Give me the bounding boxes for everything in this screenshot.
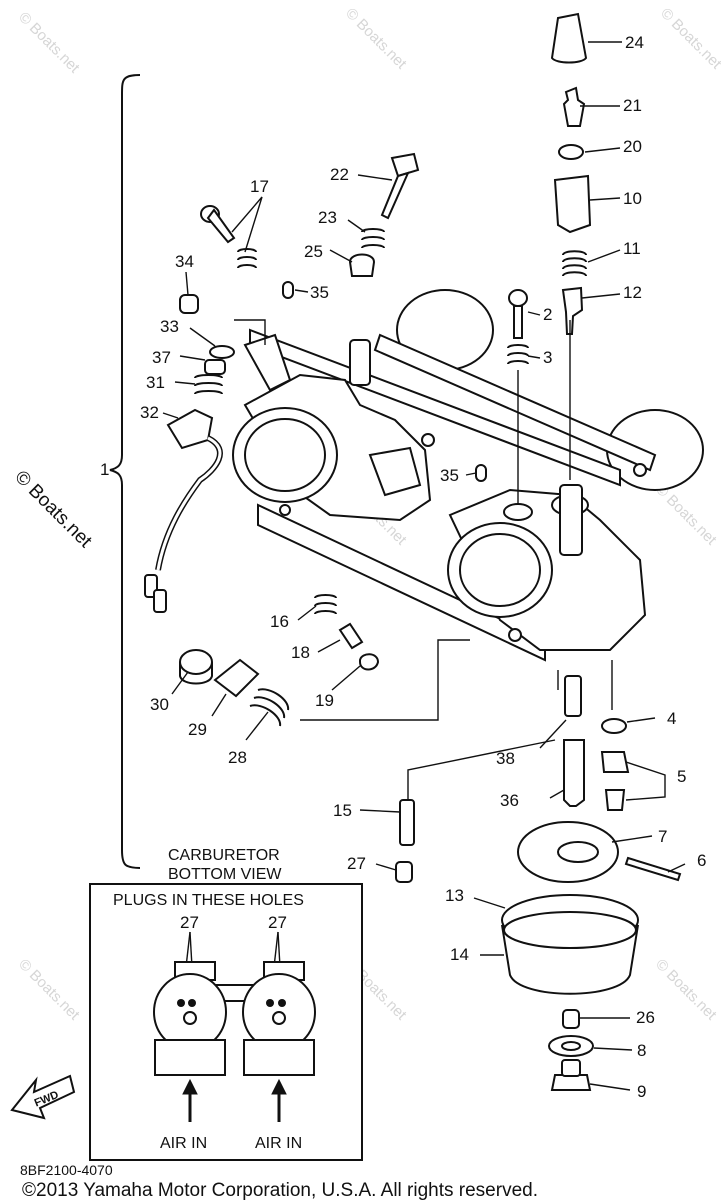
callout-35-upper: 35: [310, 283, 329, 302]
callout-35-lower: 35: [440, 466, 459, 485]
plug-hole-marker: [177, 999, 185, 1007]
callout-34: 34: [175, 252, 194, 271]
callout-2: 2: [543, 305, 552, 324]
inset-label-27-left: 27: [180, 913, 199, 932]
callout-numbers: 24 21 20 10 11 12 22 17 23 25 35 34 2 3 …: [100, 33, 706, 1101]
callout-9: 9: [637, 1082, 646, 1101]
callout-25: 25: [304, 242, 323, 261]
watermark: © Boats.net: [652, 481, 720, 549]
callout-20: 20: [623, 137, 642, 156]
callout-15: 15: [333, 801, 352, 820]
assembly-bracket: [109, 74, 141, 869]
callout-29: 29: [188, 720, 207, 739]
bottom-view-inset: CARBURETOR BOTTOM VIEW PLUGS IN THESE HO…: [89, 847, 363, 1161]
callout-5: 5: [677, 767, 686, 786]
inset-box-title: PLUGS IN THESE HOLES: [113, 892, 304, 909]
part-code: 8BF2100-4070: [20, 1162, 113, 1178]
callout-30: 30: [150, 695, 169, 714]
watermark: © Boats.net: [15, 9, 83, 77]
leader-lines: [162, 41, 686, 1091]
callout-22: 22: [330, 165, 349, 184]
inset-box: [89, 883, 363, 1161]
top-right-stack: [550, 12, 592, 335]
watermark: © Boats.net: [652, 956, 720, 1024]
air-in-arrowhead-right: [271, 1078, 287, 1095]
callout-1: 1: [100, 460, 109, 479]
callout-38: 38: [496, 749, 515, 768]
callout-21: 21: [623, 96, 642, 115]
callout-26: 26: [636, 1008, 655, 1027]
callout-24: 24: [625, 33, 644, 52]
callout-8: 8: [637, 1041, 646, 1060]
callout-32: 32: [140, 403, 159, 422]
callout-23: 23: [318, 208, 337, 227]
plug-hole-marker: [278, 999, 286, 1007]
callout-18: 18: [291, 643, 310, 662]
watermark: © Boats.net: [15, 956, 83, 1024]
callout-14: 14: [450, 945, 469, 964]
callout-33: 33: [160, 317, 179, 336]
callout-12: 12: [623, 283, 642, 302]
copyright: ©2013 Yamaha Motor Corporation, U.S.A. A…: [22, 1180, 538, 1200]
callout-37: 37: [152, 348, 171, 367]
watermark: © Boats.net: [657, 5, 721, 73]
plug-hole-marker: [188, 999, 196, 1007]
top-center-parts: [144, 152, 529, 613]
callout-16: 16: [270, 612, 289, 631]
fwd-arrow-icon: FWD: [10, 1074, 76, 1120]
callout-7: 7: [658, 827, 667, 846]
inset-caption-line1: CARBURETOR: [168, 847, 280, 864]
callout-31: 31: [146, 373, 165, 392]
callout-6: 6: [697, 851, 706, 870]
callout-11: 11: [623, 239, 641, 258]
air-in-arrowhead-left: [182, 1078, 198, 1095]
left-lower-parts: [179, 594, 380, 727]
callout-13: 13: [445, 886, 464, 905]
watermark: © Boats.net: [342, 5, 410, 73]
inset-label-27-right: 27: [268, 913, 287, 932]
callout-36: 36: [500, 791, 519, 810]
side-watermark: © Boats.net: [10, 467, 96, 553]
inset-caption-line2: BOTTOM VIEW: [168, 866, 282, 883]
plug-hole-marker: [266, 999, 274, 1007]
carburetor-body: [232, 289, 704, 662]
lower-right-parts: [395, 675, 682, 1091]
callout-3: 3: [543, 348, 552, 367]
callout-4: 4: [667, 709, 676, 728]
callout-27: 27: [347, 854, 366, 873]
callout-10: 10: [623, 189, 642, 208]
air-in-label-left: AIR IN: [160, 1135, 207, 1152]
callout-19: 19: [315, 691, 334, 710]
callout-28: 28: [228, 748, 247, 767]
callout-17: 17: [250, 177, 269, 196]
air-in-label-right: AIR IN: [255, 1135, 302, 1152]
